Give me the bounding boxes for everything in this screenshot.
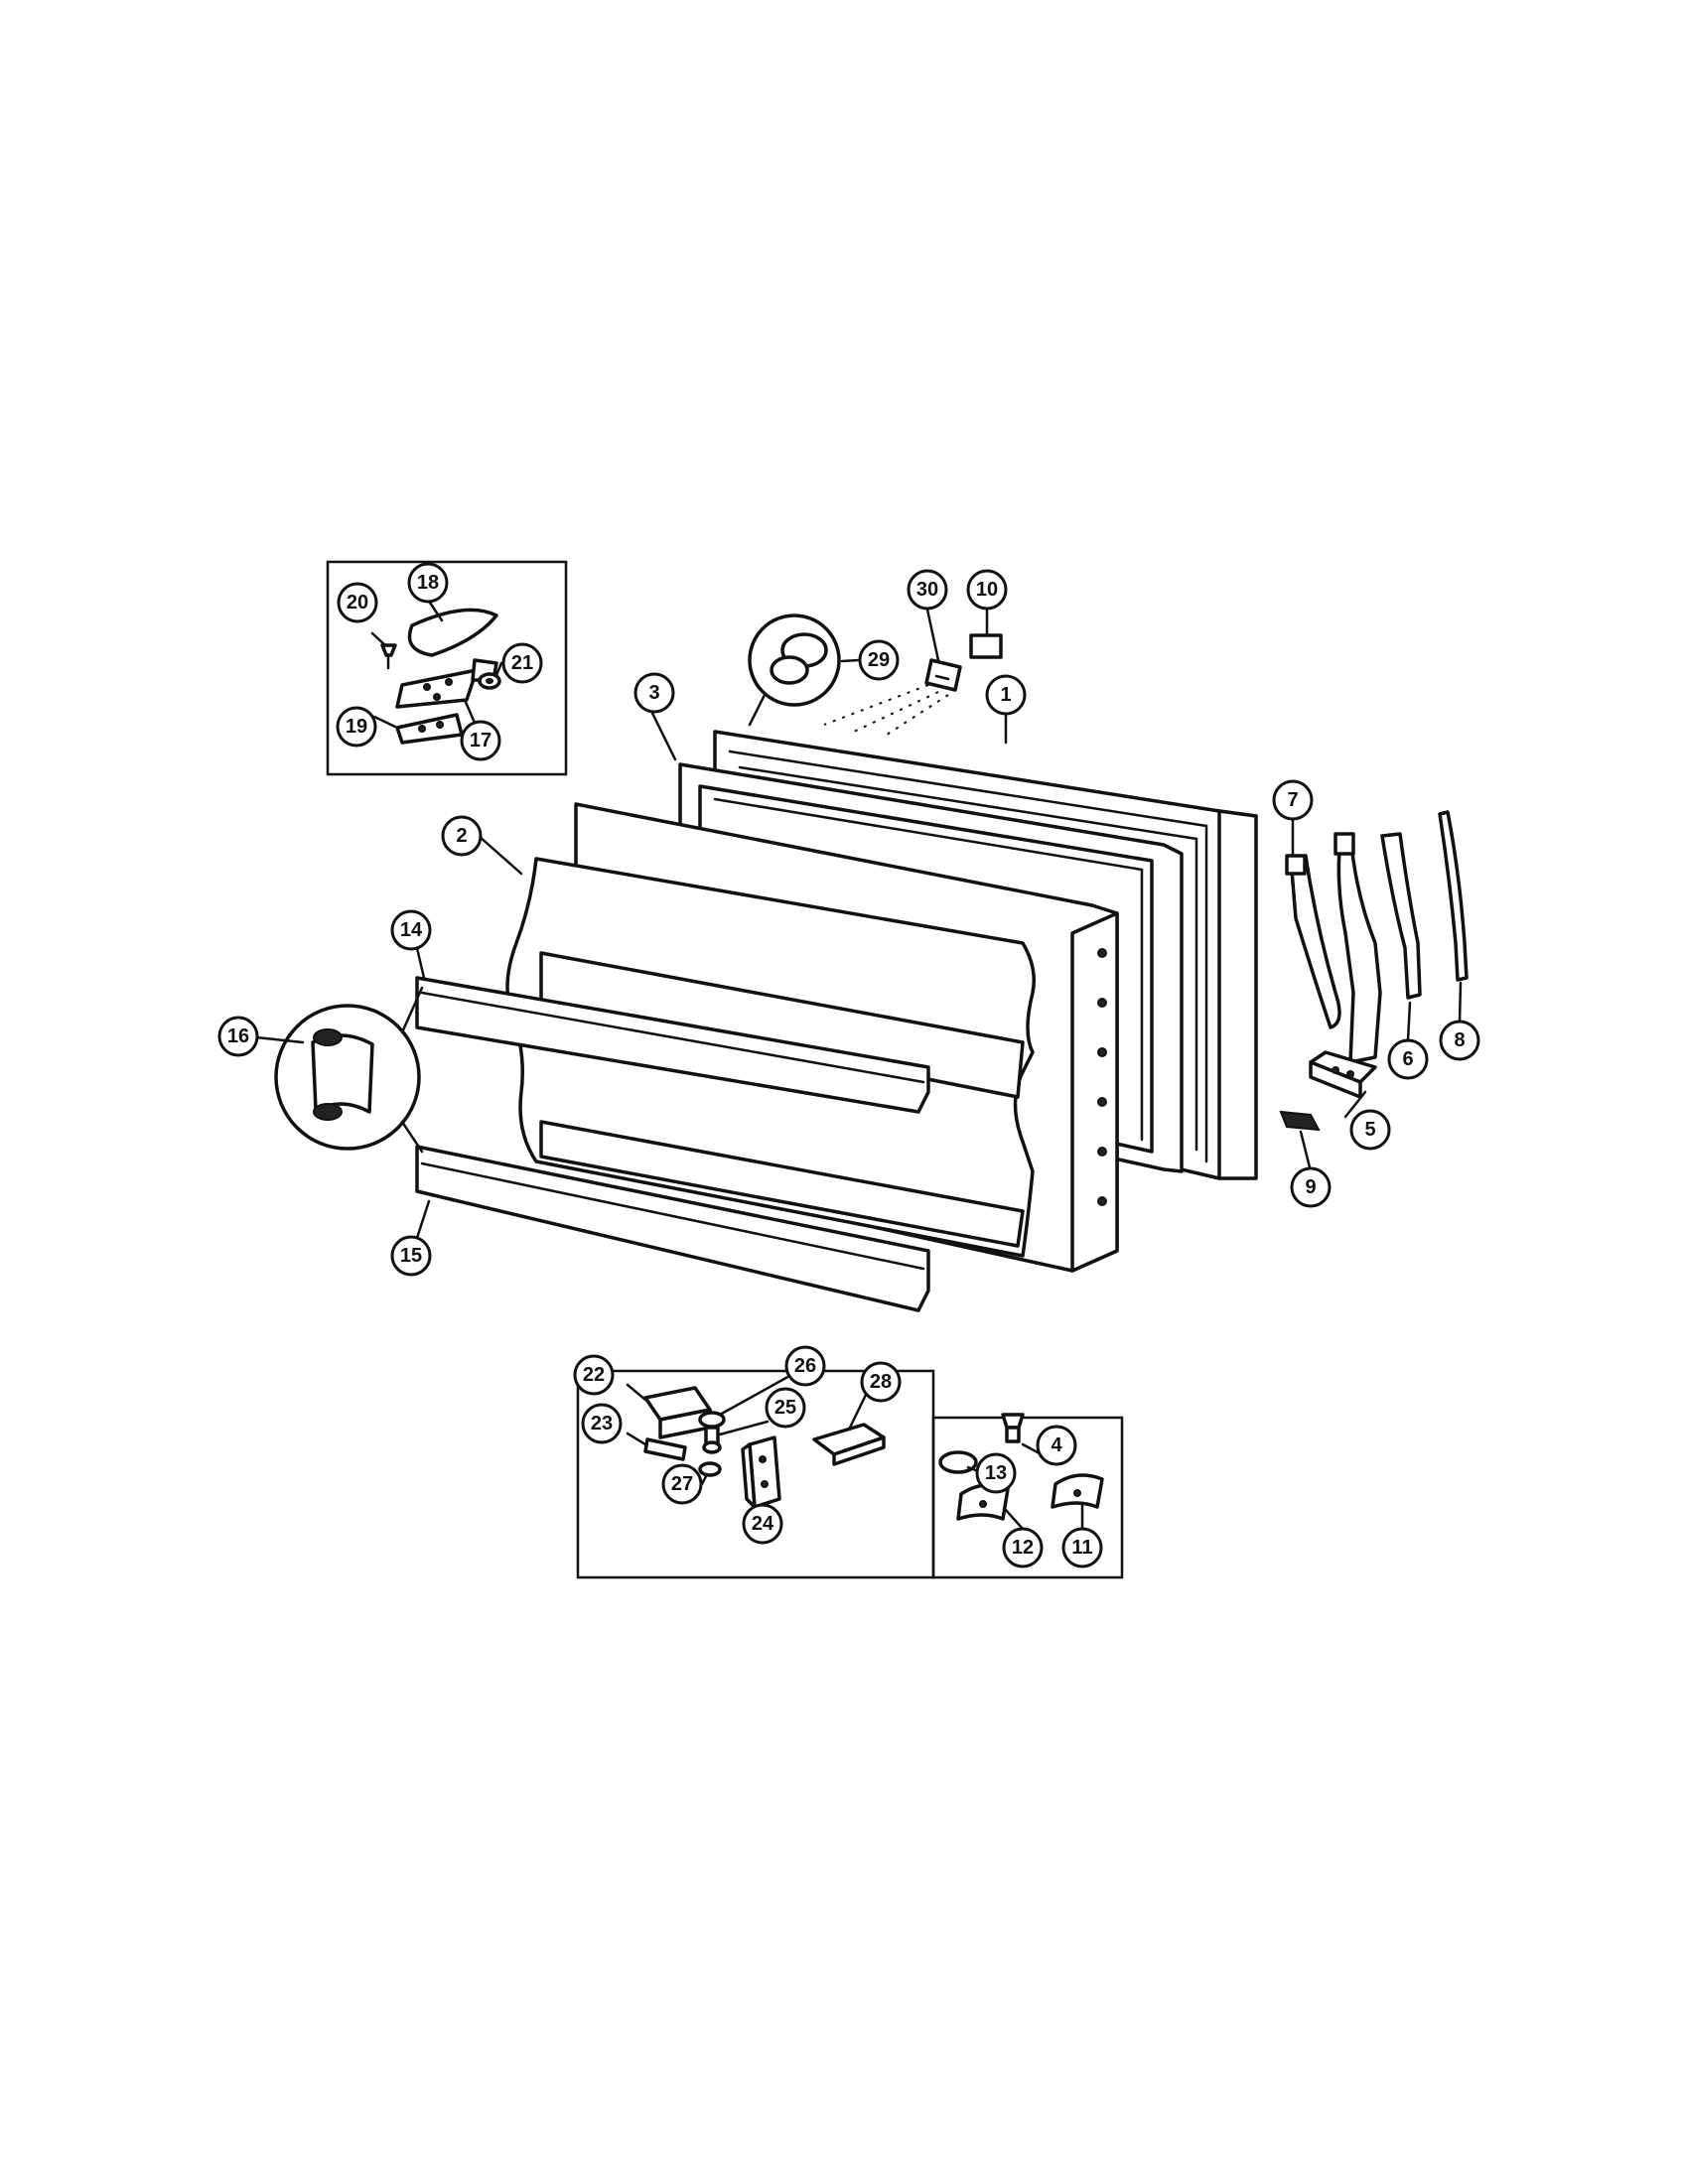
- callout-13: 13: [975, 1452, 1017, 1494]
- callout-1: 1: [985, 674, 1027, 716]
- hinge-parts-inset-box: [326, 560, 568, 776]
- callout-22-label: 22: [583, 1364, 605, 1386]
- hinge-washer: [478, 672, 501, 690]
- callout-7-label: 7: [1287, 789, 1298, 811]
- door-stop-left: [956, 1483, 1010, 1521]
- callout-3-label: 3: [648, 682, 659, 704]
- hinge-spacer: [643, 1437, 687, 1461]
- callout-2: 2: [441, 815, 483, 857]
- callout-16-label: 16: [227, 1025, 249, 1047]
- callout-24: 24: [742, 1503, 783, 1545]
- callout-28: 28: [860, 1361, 902, 1403]
- callout-4: 4: [1036, 1425, 1077, 1466]
- callout-18: 18: [407, 562, 449, 604]
- door-stop-screw: [1001, 1413, 1025, 1443]
- callout-22: 22: [573, 1354, 615, 1396]
- handle-trim: [1380, 832, 1422, 1000]
- callout-26-label: 26: [794, 1355, 816, 1377]
- callout-24-label: 24: [752, 1513, 774, 1535]
- callout-25-label: 25: [774, 1397, 796, 1419]
- callout-11-label: 11: [1071, 1537, 1092, 1559]
- hinge-plate: [395, 658, 498, 709]
- callout-7: 7: [1272, 779, 1314, 821]
- callout-29: 29: [858, 639, 900, 681]
- lower-door-shelf-bar: [415, 1145, 930, 1312]
- callout-25: 25: [765, 1387, 806, 1429]
- callout-14-label: 14: [400, 919, 423, 941]
- callout-8-label: 8: [1454, 1029, 1465, 1051]
- callout-26: 26: [784, 1345, 826, 1387]
- hinge-washer-lower: [698, 1461, 722, 1477]
- callout-23-label: 23: [591, 1413, 613, 1434]
- callout-14: 14: [390, 909, 432, 951]
- handle-bracket: [1333, 832, 1382, 1064]
- handle-cap: [1285, 854, 1341, 1029]
- callout-10: 10: [966, 569, 1008, 611]
- callout-27-label: 27: [671, 1473, 693, 1495]
- door-stop-right: [1051, 1473, 1104, 1509]
- door-bumper-detail: [748, 614, 841, 727]
- callout-27: 27: [661, 1463, 703, 1505]
- callout-15-label: 15: [400, 1245, 422, 1267]
- callout-15: 15: [390, 1235, 432, 1277]
- callout-21: 21: [501, 642, 543, 684]
- callout-16: 16: [217, 1016, 259, 1057]
- door-label-plate: [969, 633, 1003, 659]
- callout-29-label: 29: [868, 649, 890, 671]
- callout-6: 6: [1387, 1038, 1429, 1080]
- callout-9: 9: [1290, 1166, 1332, 1208]
- callout-30-label: 30: [916, 579, 938, 601]
- upper-door-shelf-bar: [415, 976, 930, 1114]
- hinge-bushing: [698, 1411, 726, 1454]
- callout-12-label: 12: [1012, 1537, 1034, 1559]
- callout-3: 3: [633, 672, 675, 714]
- shelf-end-cap-detail: [274, 986, 424, 1154]
- hinge-screw: [380, 643, 397, 670]
- callout-6-label: 6: [1402, 1048, 1413, 1070]
- callout-18-label: 18: [417, 572, 439, 594]
- hinge-pin-plate: [812, 1423, 886, 1466]
- label-placement-dotted-lines: [823, 684, 949, 738]
- callout-17: 17: [460, 720, 501, 761]
- callout-17-label: 17: [470, 730, 491, 751]
- callout-12: 12: [1002, 1527, 1044, 1569]
- callout-30: 30: [907, 569, 948, 611]
- handle-strip: [1438, 810, 1469, 982]
- door-hinge-bracket: [643, 1386, 712, 1439]
- callout-5-label: 5: [1364, 1119, 1375, 1141]
- callout-28-label: 28: [870, 1371, 892, 1393]
- callout-10-label: 10: [976, 579, 998, 601]
- hinge-cover: [407, 608, 498, 657]
- lower-hinge-plate: [741, 1435, 781, 1509]
- leader-lines: [254, 601, 1463, 1531]
- callout-19: 19: [336, 706, 377, 748]
- callout-11: 11: [1061, 1527, 1103, 1569]
- callout-19-label: 19: [346, 716, 367, 738]
- callout-8: 8: [1439, 1020, 1480, 1061]
- door-label-tag: [924, 658, 962, 692]
- callout-9-label: 9: [1305, 1176, 1316, 1198]
- callout-20-label: 20: [347, 592, 368, 614]
- callout-4-label: 4: [1051, 1434, 1062, 1456]
- callout-5: 5: [1349, 1109, 1391, 1151]
- callout-1-label: 1: [1000, 684, 1011, 706]
- callout-2-label: 2: [456, 825, 467, 847]
- callout-20: 20: [337, 582, 378, 623]
- callout-13-label: 13: [985, 1462, 1007, 1484]
- door-stop-parts-inset-box: [931, 1416, 1124, 1579]
- handle-clip: [1279, 1110, 1321, 1132]
- callout-21-label: 21: [511, 652, 533, 674]
- callout-23: 23: [581, 1403, 623, 1444]
- hinge-shim: [395, 713, 464, 745]
